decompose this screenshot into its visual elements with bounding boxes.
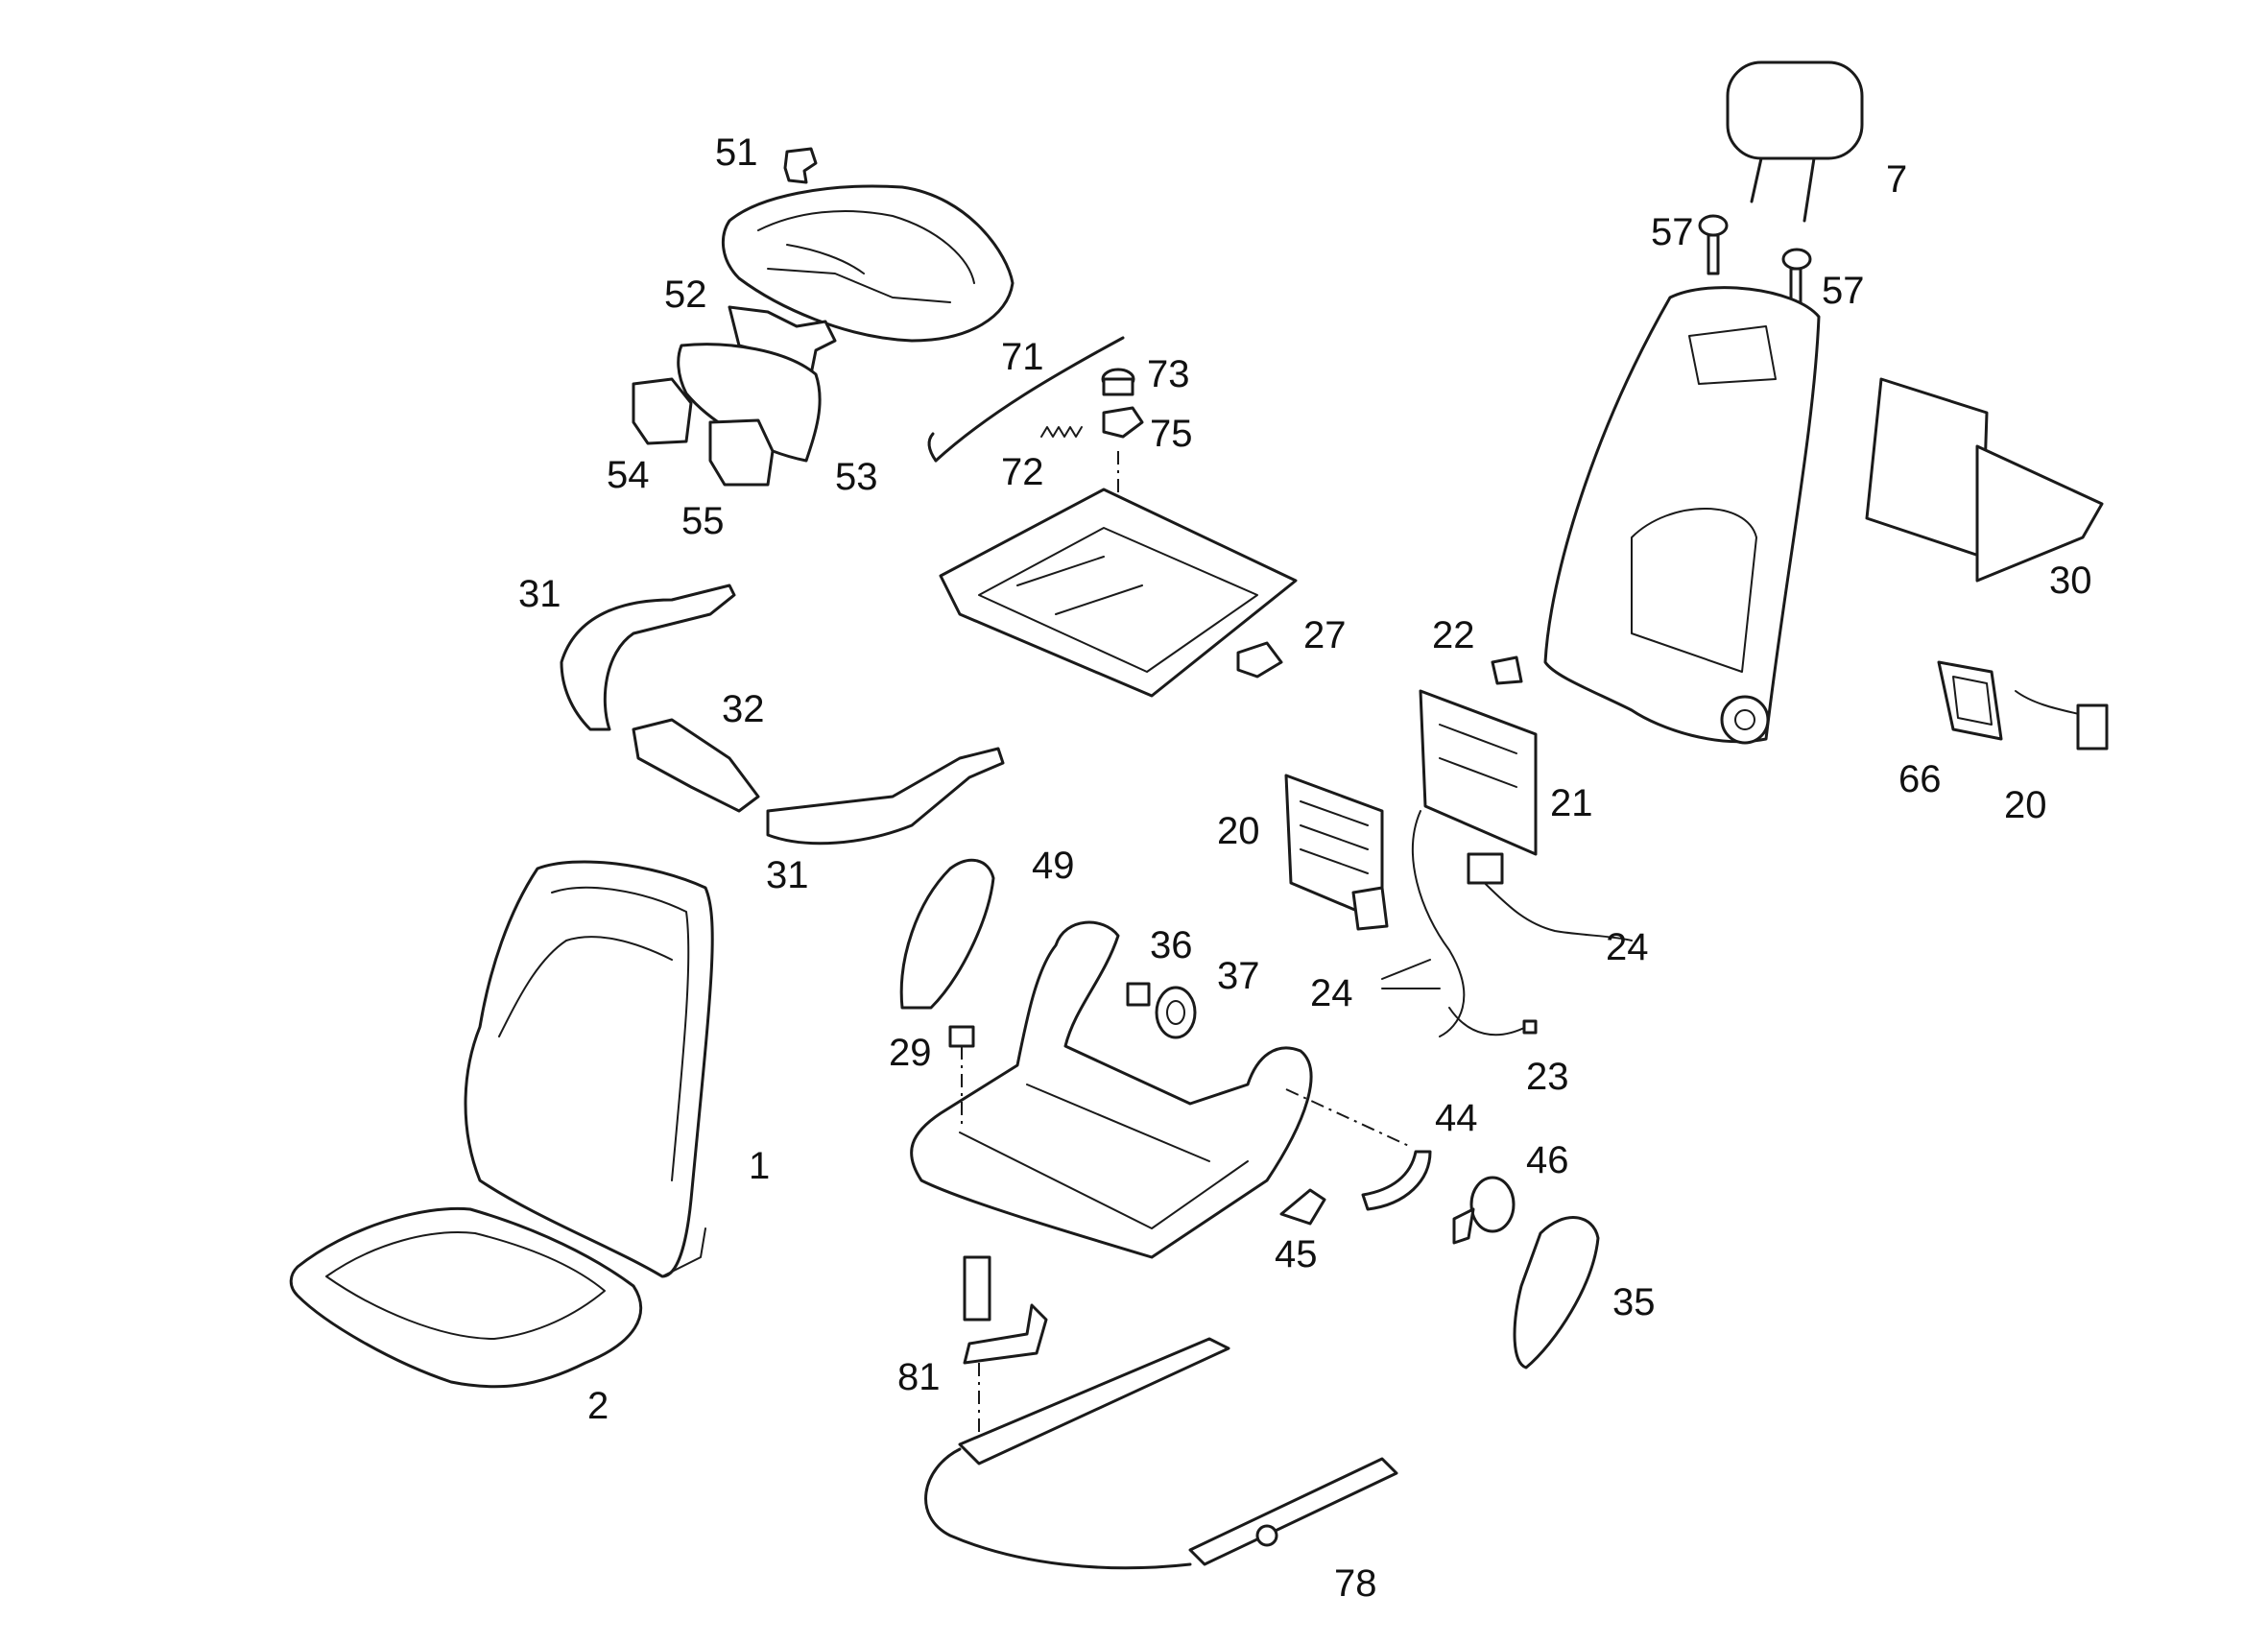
callout-30: 30 [2049,560,2092,602]
part-78-slide-rails [924,1337,1398,1570]
callout-35: 35 [1612,1281,1656,1323]
callout-57-left: 57 [1651,211,1694,253]
part-53-side-pad [677,343,822,463]
seat-back-frame [1543,286,1821,745]
callout-20-panel: 20 [1217,810,1260,852]
part-55-pad [708,418,775,487]
part-45-cover [1279,1188,1326,1226]
callout-46: 46 [1526,1139,1569,1181]
callout-73: 73 [1147,353,1190,395]
part-1-backrest-cover [464,860,714,1278]
part-20-control-panel [1284,774,1389,931]
part-31-rail-lower [766,747,1005,846]
part-22-connector [1491,655,1523,685]
part-20-connector-right [2015,690,2109,751]
part-35-side-cover [1513,1216,1600,1370]
callout-44: 44 [1435,1097,1478,1139]
callout-71: 71 [1001,336,1044,378]
callout-51: 51 [715,131,758,174]
callout-37: 37 [1217,955,1260,997]
part-44-lever [1361,1150,1432,1211]
part-57-guide-left [1698,214,1729,275]
callout-24-right: 24 [1606,926,1649,968]
callout-72: 72 [1001,451,1044,493]
callout-81: 81 [897,1356,941,1398]
callout-31-upper: 31 [518,573,561,615]
callout-29: 29 [889,1032,932,1074]
part-27-clip [1236,641,1283,679]
callout-7: 7 [1886,158,1907,201]
callout-52: 52 [664,274,707,316]
part-57-guide-right [1781,248,1812,314]
callout-labels: 1 2 7 20 20 21 22 23 24 24 27 29 30 31 3… [518,131,2092,1605]
part-46-plate [1452,1176,1516,1245]
callout-27: 27 [1303,614,1347,656]
part-31-rail-upper [560,584,736,731]
part-30-back-panel [1865,377,2104,583]
callout-49: 49 [1032,845,1075,887]
callout-54: 54 [607,454,650,496]
callout-78: 78 [1334,1562,1377,1605]
assembly-line-44 [1285,1088,1412,1148]
callout-31-lower: 31 [766,854,809,896]
part-36-bushing [1126,982,1151,1007]
part-37-knob [1155,986,1197,1039]
part-7-headrest [1726,60,1864,223]
callout-32: 32 [722,688,765,730]
part-2-seat-cushion [289,1206,643,1389]
seat-pan-plate [939,488,1298,698]
part-51-clip [783,147,818,184]
part-54-pad [632,377,693,445]
part-32-bracket [632,718,760,813]
part-49-side-panel [899,858,995,1010]
part-72-spring [1040,426,1083,438]
part-21-circuit-board [1419,689,1538,856]
part-66-switch-bezel [1937,660,2003,741]
callout-23: 23 [1526,1056,1569,1098]
callout-53: 53 [835,456,878,498]
callout-1: 1 [749,1145,770,1187]
part-71-tension-rod [927,336,1125,463]
part-73-bushing [1101,368,1135,396]
callout-66: 66 [1898,758,1942,800]
callout-21: 21 [1550,782,1593,824]
part-23-lead [1448,1007,1538,1036]
callout-55: 55 [681,500,725,542]
cushion-foam-upper [721,184,1015,343]
callout-57-right: 57 [1822,270,1865,312]
callout-22: 22 [1432,614,1475,656]
part-29-stopper [948,1025,975,1048]
part-81-bolt-bracket [963,1255,1048,1365]
seat-frame [910,920,1313,1259]
part-24-wiring-harness [1381,810,1633,1037]
callout-24-left: 24 [1310,972,1353,1014]
callout-45: 45 [1275,1233,1318,1275]
callout-75: 75 [1150,413,1193,455]
callout-36: 36 [1150,924,1193,966]
callout-20-connector: 20 [2004,784,2047,826]
part-75-clip [1102,406,1144,439]
callout-2: 2 [587,1385,609,1427]
